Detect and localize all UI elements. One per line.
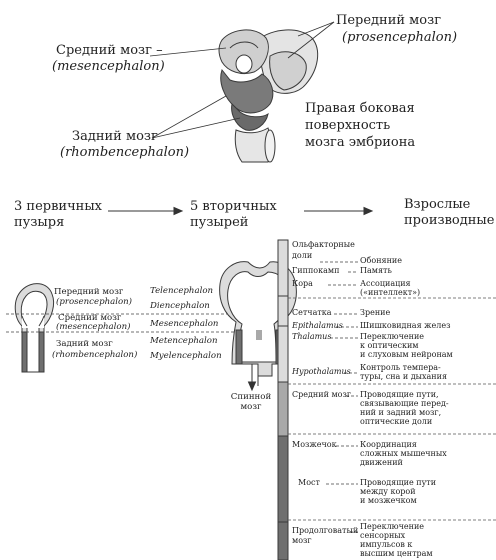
caption-line-2: поверхность	[305, 119, 390, 134]
medulla-function-4: высшим центрам	[360, 550, 433, 558]
spinal-cord-label-2: мозг	[226, 403, 276, 413]
mesencephalon-label: Mesencephalon	[150, 320, 218, 330]
telencephalon-label: Telencephalon	[150, 287, 213, 297]
thalamus-function-3: и слуховым нейронам	[360, 351, 453, 359]
medulla-label-1: Продолговатый	[292, 527, 358, 535]
midbrain-label: Средний мозг –	[56, 44, 163, 59]
stage-primary-line-2: пузыря	[14, 216, 64, 231]
diencephalon-label: Diencephalon	[150, 302, 210, 312]
metencephalon-label: Metencephalon	[150, 337, 217, 347]
primary-hindbrain-label: Задний мозг	[56, 340, 113, 350]
olfactory-function: Обоняние	[360, 257, 402, 265]
hindbrain-latin-label: (rhombencephalon)	[60, 146, 189, 161]
cerebellum-label: Мозжечок	[292, 441, 337, 449]
forebrain-label: Передний мозг	[336, 14, 441, 29]
midbrain-function-4: оптические доли	[360, 418, 432, 426]
retina-label: Сетчатка	[292, 309, 332, 317]
epithalamus-label: Epithalamus	[292, 322, 343, 330]
hippocampus-function: Память	[360, 267, 392, 275]
epithalamus-function: Шишковидная желез	[360, 322, 450, 330]
stage-secondary-line-1: 5 вторичных	[190, 200, 277, 215]
olfactory-label-2: доли	[292, 252, 312, 260]
caption-line-1: Правая боковая	[305, 102, 415, 117]
stage-adult-line-2: производные	[404, 214, 494, 229]
pons-label: Мост	[298, 479, 320, 487]
thalamus-label: Thalamus	[292, 333, 331, 341]
embryo-brain-illustration	[219, 30, 318, 162]
stage-adult-line-1: Взрослые	[404, 198, 470, 213]
midbrain-latin-label: (mesencephalon)	[52, 60, 165, 75]
myelencephalon-label: Myelencephalon	[150, 352, 222, 362]
hypothalamus-function-2: туры, сна и дыхания	[360, 373, 447, 381]
spinal-arrow	[249, 364, 256, 390]
stage-secondary-line-2: пузырей	[190, 216, 248, 231]
stage-primary-line-1: 3 первичных	[14, 200, 102, 215]
caption-line-3: мозга эмбриона	[305, 136, 415, 151]
derivatives-bar	[278, 240, 288, 560]
primary-vesicles-tube	[15, 284, 53, 372]
retina-function: Зрение	[360, 309, 390, 317]
pons-function-3: и мозжечком	[360, 497, 417, 505]
primary-midbrain-latin: (mesencephalon)	[56, 323, 131, 333]
primary-hindbrain-latin: (rhombencephalon)	[52, 351, 137, 361]
hippocampus-label: Гиппокамп	[292, 267, 339, 275]
hypothalamus-label: Hypothalamus	[292, 368, 351, 376]
olfactory-label-1: Ольфакторные	[292, 241, 355, 249]
hindbrain-label: Задний мозг	[72, 130, 158, 145]
midbrain-derivative-label: Средний мозг	[292, 391, 351, 399]
cerebellum-function-3: движений	[360, 459, 403, 467]
medulla-label-2: мозг	[292, 537, 312, 545]
cortex-label: Кора	[292, 280, 313, 288]
primary-forebrain-latin: (prosencephalon)	[56, 298, 132, 308]
cortex-function-2: («интеллект»)	[360, 289, 420, 297]
forebrain-latin-label: (prosencephalon)	[342, 31, 457, 46]
